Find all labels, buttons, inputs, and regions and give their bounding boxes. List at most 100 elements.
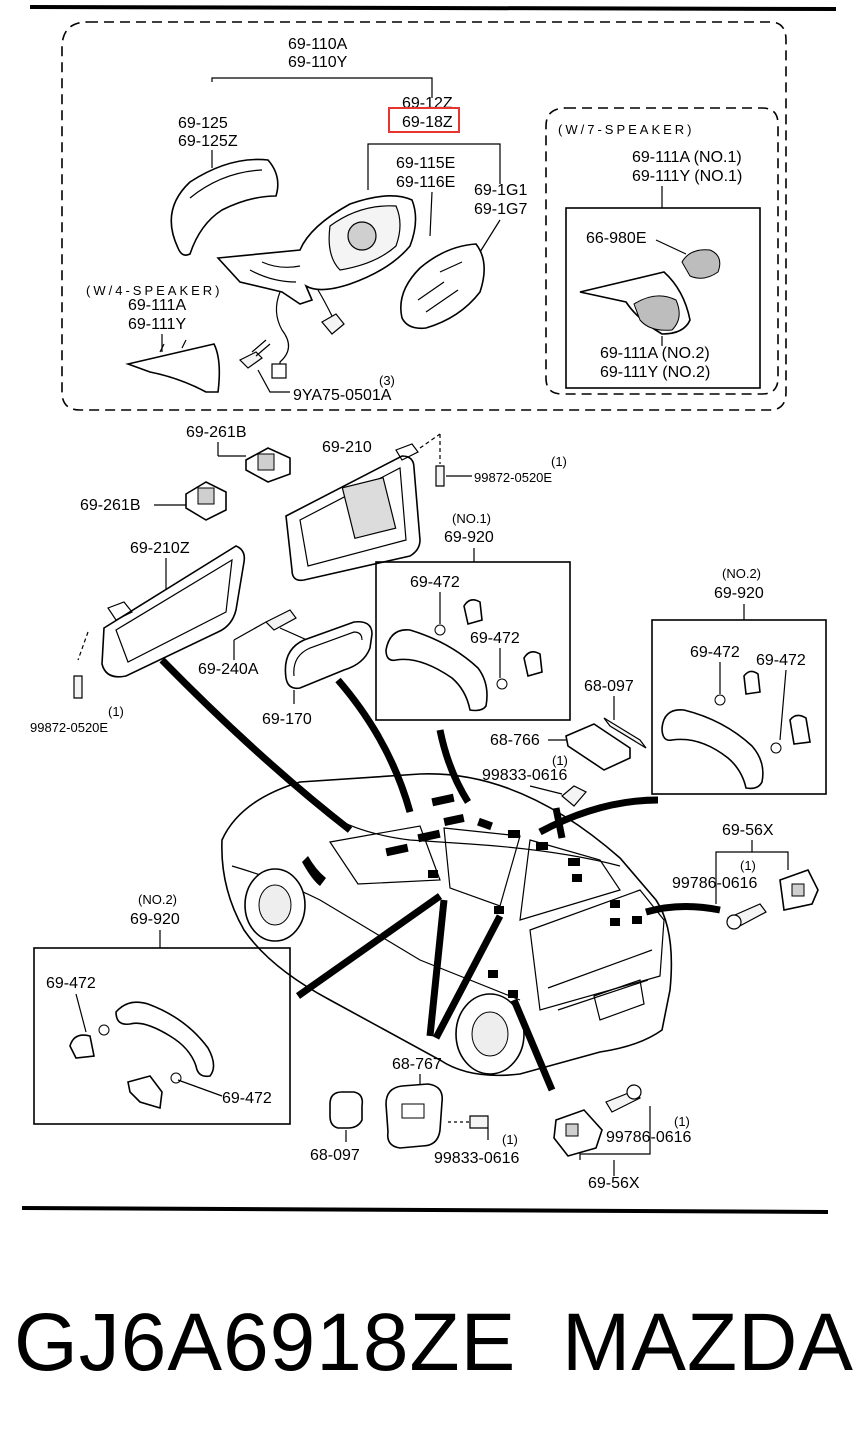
label-69-111A-w4: 69-111A: [128, 297, 186, 314]
mirror-glass: [400, 243, 485, 330]
label-69-472-no1-a: 69-472: [410, 574, 460, 591]
label-69-1G1: 69-1G1: [474, 182, 527, 199]
grip-no1-cap-a: [463, 598, 483, 626]
label-hook-right-qty: (1): [740, 858, 756, 873]
callout-band-grip-no2-right: [538, 796, 659, 836]
label-69-261B-b: 69-261B: [80, 497, 141, 514]
label-69-56X-bottom: 69-56X: [588, 1175, 640, 1192]
label-69-115E: 69-115E: [396, 155, 455, 172]
mirror-group-frame: [61, 21, 787, 411]
assist-grip-no2-right: [661, 709, 764, 790]
label-no2-left-caption: (NO.2): [138, 892, 177, 907]
label-69-110Y: 69-110Y: [288, 54, 348, 71]
room-lamp-68-766: [565, 723, 631, 771]
label-69-261B-a: 69-261B: [186, 424, 247, 441]
rear-view-mirror: [284, 620, 373, 690]
callout-band-grip-no2-left: [295, 893, 443, 999]
callout-band-rear-mirror: [335, 677, 414, 813]
grip-no2-right-cap-a: [743, 670, 761, 695]
label-69-111A-no1: 69-111A (NO.1): [632, 149, 742, 166]
label-69-111A-no2: 69-111A (NO.2): [600, 345, 710, 362]
grip-no2-right-cap-b: [789, 714, 811, 745]
label-hook-bottom-qty: (1): [674, 1114, 690, 1129]
callout-band-visor: [159, 657, 353, 833]
label-69-111Y-w4: 69-111Y: [128, 316, 186, 333]
w7-speaker-frame: [545, 107, 779, 395]
label-69-920-no1: 69-920: [444, 529, 494, 546]
label-69-110A: 69-110A: [288, 36, 348, 53]
brand-name: MAZDA: [562, 1297, 854, 1388]
callout-band-grip-no1: [436, 729, 471, 804]
grip-no2-right-box: [651, 619, 827, 795]
label-69-472-no1-b: 69-472: [470, 630, 520, 647]
label-no2-right-caption: (NO.2): [722, 566, 761, 581]
label-68-766: 68-766: [490, 732, 540, 749]
label-69-111Y-no2: 69-111Y (NO.2): [600, 364, 710, 381]
label-69-111Y-no1: 69-111Y (NO.1): [632, 168, 742, 185]
label-99833-0616-right: 99833-0616: [482, 767, 568, 784]
label-69-125Z: 69-125Z: [178, 133, 238, 150]
mirror-cover: [170, 158, 279, 256]
label-68-097-right: 68-097: [584, 678, 634, 695]
rear-mirror-bracket: [264, 609, 297, 631]
label-69-472-no2-left-a: 69-472: [46, 975, 96, 992]
grip-no1-cap-b: [523, 650, 543, 678]
callout-band-hook-right: [645, 902, 721, 916]
label-69-472-no2-right-b: 69-472: [756, 652, 806, 669]
sun-visor-left: [101, 545, 246, 678]
label-visor-screw-qty-bottom: (1): [108, 704, 124, 719]
label-9YA75-0501A: 9YA75-0501A: [293, 387, 392, 404]
label-w4-speaker: (W/4-SPEAKER): [86, 283, 223, 298]
label-68-097-bottom: 68-097: [310, 1147, 360, 1164]
callout-band-lamp-bottom: [426, 899, 448, 1037]
label-69-240A: 69-240A: [198, 661, 259, 678]
label-69-210Z: 69-210Z: [130, 540, 190, 557]
grip-no2-left-cap-a: [69, 1034, 95, 1059]
assist-grip-no1: [385, 629, 488, 712]
vehicle-body: [221, 773, 673, 1077]
label-69-472-no2-right-a: 69-472: [690, 644, 740, 661]
grip-no2-left-box: [33, 947, 291, 1125]
visor-screw-bottom: [73, 675, 83, 699]
label-69-18Z: 69-18Z: [402, 114, 453, 131]
label-99786-0616-right: 99786-0616: [672, 875, 758, 892]
label-66-980E: 66-980E: [586, 230, 647, 247]
label-69-920-no2-left: 69-920: [130, 911, 180, 928]
callout-band-lamp-bottom-2: [432, 914, 504, 1040]
harness-connector: [271, 363, 287, 379]
label-69-920-no2-right: 69-920: [714, 585, 764, 602]
label-99833-0616-bottom: 99833-0616: [434, 1150, 520, 1167]
label-lamp-screw-qty: (1): [552, 753, 568, 768]
lamp-screw-bottom: [469, 1115, 489, 1129]
label-69-210: 69-210: [322, 439, 372, 456]
lamp-lens-right: [603, 717, 647, 749]
grip-no1-box: [375, 561, 571, 721]
mirror-mount-stud: [321, 313, 345, 335]
label-69-1G7: 69-1G7: [474, 201, 527, 218]
label-bolt-qty-3: (3): [379, 373, 395, 388]
w7-speaker-box: [565, 207, 761, 389]
bottom-rule: [21, 1206, 829, 1214]
tweeter-66-980E: [681, 249, 721, 279]
callout-band-hook-bottom: [510, 998, 556, 1092]
grip-no2-left-cap-b: [127, 1075, 163, 1110]
label-99786-0616-bottom: 99786-0616: [606, 1129, 692, 1146]
highlight-box-69-18Z: [388, 107, 460, 133]
w4-speaker-cover: [125, 343, 221, 393]
assist-grip-no2-left: [115, 1001, 215, 1078]
label-99872-0520E-top: 99872-0520E: [474, 470, 552, 485]
lamp-lens-bottom: [329, 1091, 364, 1129]
lamp-screw-right: [561, 785, 587, 807]
label-69-125: 69-125: [178, 115, 228, 132]
label-69-170: 69-170: [262, 711, 312, 728]
label-visor-screw-qty-top: (1): [551, 454, 567, 469]
mirror-harness: [275, 291, 290, 372]
mirror-motor: [347, 221, 377, 251]
label-99872-0520E-bottom: 99872-0520E: [30, 720, 108, 735]
label-69-116E: 69-116E: [396, 174, 455, 191]
w7-speaker-grille: [633, 295, 680, 331]
top-rule: [29, 5, 837, 11]
label-no1-caption: (NO.1): [452, 511, 491, 526]
label-69-12Z: 69-12Z: [402, 95, 453, 112]
label-w7-speaker: (W/7-SPEAKER): [558, 122, 695, 137]
